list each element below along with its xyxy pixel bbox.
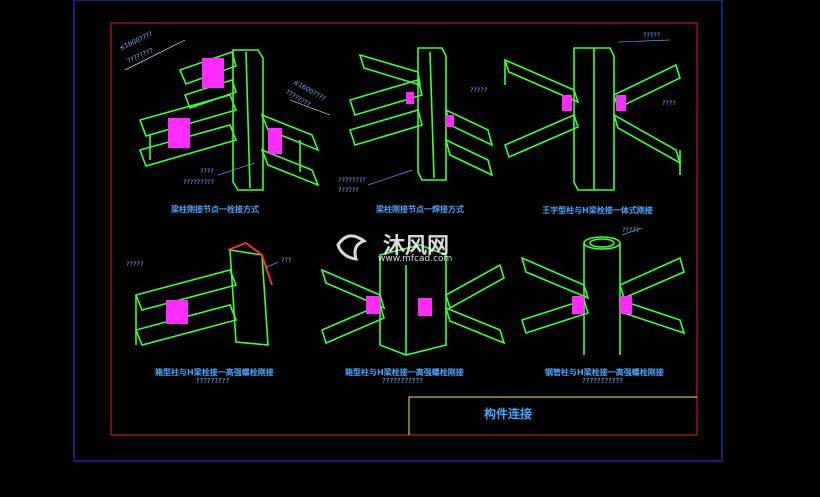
detail-6-subcaption: ??????????? <box>582 377 623 385</box>
detail-4-caption: 箱型柱与H梁栓接一高强螺栓刚接 <box>155 368 274 377</box>
detail-6-bolt-groups <box>572 296 632 314</box>
detail-4-subcaption: ????????? <box>195 377 230 385</box>
detail-3-cross-column <box>503 47 682 191</box>
detail-5-box-cross <box>320 244 506 356</box>
detail-2-note-a: ????? <box>470 86 488 94</box>
detail-4-note-a: ????? <box>126 260 144 268</box>
detail-3-bolt-groups <box>562 95 626 111</box>
detail-6-tube-column <box>520 236 686 355</box>
watermark-url: www.mfcad.com <box>378 254 453 264</box>
detail-2-welded-joint <box>348 47 494 181</box>
detail-5-bolt-groups <box>366 296 432 316</box>
detail-3-note-a: ????? <box>643 31 661 39</box>
detail-5-subcaption: ??????????? <box>382 377 423 385</box>
detail-5-caption: 箱型柱与H梁栓接一高强螺栓刚接 <box>345 368 464 377</box>
detail-2-leader <box>367 169 413 186</box>
detail-1-note-d: ????????? <box>183 178 215 186</box>
detail-3-note-b: ???? <box>662 99 676 107</box>
detail-3-caption: 王字型柱与H梁栓接一体式刚接 <box>542 206 653 215</box>
detail-4-bolt-group <box>166 300 188 324</box>
sheet-border <box>73 0 723 462</box>
title-block-border <box>408 396 697 435</box>
watermark-brand: 沐风网 <box>383 234 450 259</box>
detail-1-bolted-joint <box>138 49 320 191</box>
detail-2-weld-zones <box>406 92 454 127</box>
detail-6-leader <box>621 227 643 236</box>
title-block-text: 构件连接 <box>484 407 533 421</box>
detail-4-box-column <box>134 249 269 346</box>
detail-3-leader <box>617 39 671 43</box>
detail-2-note-b: ???????? <box>338 176 366 184</box>
detail-1-dimension-lines <box>124 39 331 116</box>
drawing-frame <box>110 22 698 436</box>
detail-4-note-b: ??? <box>281 256 292 264</box>
detail-4-weld-profile <box>227 241 273 286</box>
detail-2-caption: 梁柱刚接节点一焊接方式 <box>376 205 464 214</box>
detail-2-note-c: ?????? <box>338 186 359 194</box>
detail-1-leader <box>217 162 256 176</box>
detail-1-note-c: ???? <box>200 167 214 175</box>
watermark-logo-icon <box>336 234 368 261</box>
detail-1-caption: 梁柱刚接节点一栓接方式 <box>171 205 259 214</box>
detail-4-leader <box>264 261 279 269</box>
detail-6-note-a: ????? <box>622 226 640 234</box>
detail-6-caption: 钢管柱与H梁栓接一高强螺栓刚接 <box>545 368 664 377</box>
detail-1-bolt-groups <box>168 58 282 154</box>
